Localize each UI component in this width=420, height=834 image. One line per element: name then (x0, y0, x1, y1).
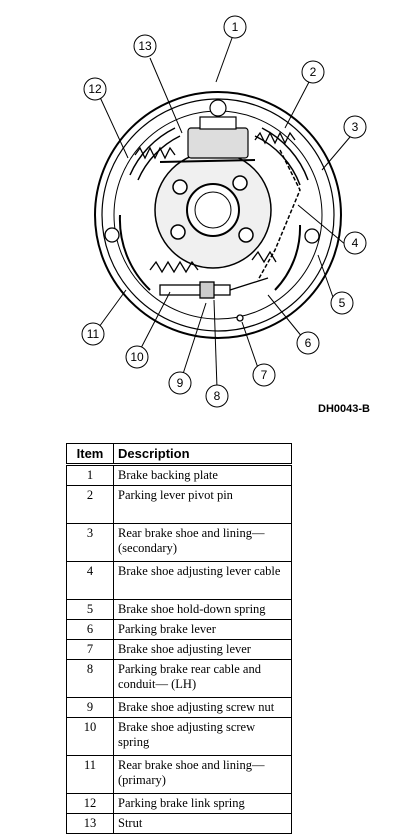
item-number: 4 (66, 561, 114, 600)
item-description: Rear brake shoe and lining— (primary) (113, 755, 292, 794)
item-number: 12 (66, 793, 114, 814)
adjusting-cable (257, 149, 301, 281)
item-description: Parking brake rear cable and conduit— (L… (113, 659, 292, 698)
svg-text:3: 3 (352, 120, 359, 134)
wheel-cylinder (187, 99, 249, 159)
brake-shoes (118, 127, 309, 291)
hold-down-pins (104, 227, 320, 322)
item-description: Brake shoe adjusting lever cable (113, 561, 292, 600)
callout-5: 5 (330, 291, 354, 315)
item-description: Parking brake link spring (113, 793, 292, 814)
description-column-header: Description (113, 443, 292, 466)
item-description: Brake shoe adjusting lever (113, 639, 292, 660)
callout-7: 7 (252, 363, 276, 387)
callout-4: 4 (343, 231, 367, 255)
svg-text:1: 1 (232, 20, 239, 34)
item-description: Brake shoe adjusting screw spring (113, 717, 292, 756)
callout-9: 9 (168, 371, 192, 395)
svg-text:2: 2 (310, 65, 317, 79)
backing-plate (94, 91, 342, 339)
table-header-row: Item Description (66, 443, 292, 466)
adjuster-assembly (159, 159, 269, 299)
callout-12: 12 (83, 77, 107, 101)
figure-code: DH0043-B (318, 403, 370, 415)
item-number: 8 (66, 659, 114, 698)
callout-11: 11 (81, 322, 105, 346)
svg-text:11: 11 (87, 327, 100, 341)
item-number: 13 (66, 813, 114, 834)
item-number: 2 (66, 485, 114, 524)
item-number: 1 (66, 464, 114, 486)
item-description: Rear brake shoe and lining— (secondary) (113, 523, 292, 562)
callout-2: 2 (301, 60, 325, 84)
callout-6: 6 (296, 331, 320, 355)
item-number: 11 (66, 755, 114, 794)
item-number: 10 (66, 717, 114, 756)
item-description: Brake shoe hold-down spring (113, 599, 292, 620)
brake-assembly-diagram: 1 2 3 4 5 6 7 8 9 10 11 12 (81, 15, 367, 408)
leader-lines (98, 37, 351, 389)
svg-text:13: 13 (138, 39, 152, 53)
svg-text:4: 4 (352, 236, 359, 250)
callout-8: 8 (205, 384, 229, 408)
item-column-header: Item (66, 443, 114, 466)
item-number: 9 (66, 697, 114, 718)
svg-text:12: 12 (88, 82, 102, 96)
callout-1: 1 (223, 15, 247, 39)
wheel-hub (154, 151, 272, 269)
item-number: 3 (66, 523, 114, 562)
item-number: 5 (66, 599, 114, 620)
callout-13: 13 (133, 34, 157, 58)
svg-text:7: 7 (261, 368, 268, 382)
item-number: 7 (66, 639, 114, 660)
item-description: Strut (113, 813, 292, 834)
item-description: Parking brake lever (113, 619, 292, 640)
item-description: Brake backing plate (113, 464, 292, 486)
svg-text:10: 10 (130, 350, 144, 364)
svg-text:8: 8 (214, 389, 221, 403)
item-description: Parking lever pivot pin (113, 485, 292, 524)
svg-text:9: 9 (177, 376, 184, 390)
svg-text:5: 5 (339, 296, 346, 310)
item-description: Brake shoe adjusting screw nut (113, 697, 292, 718)
callout-3: 3 (343, 115, 367, 139)
item-number: 6 (66, 619, 114, 640)
svg-text:6: 6 (305, 336, 312, 350)
callout-10: 10 (125, 345, 149, 369)
